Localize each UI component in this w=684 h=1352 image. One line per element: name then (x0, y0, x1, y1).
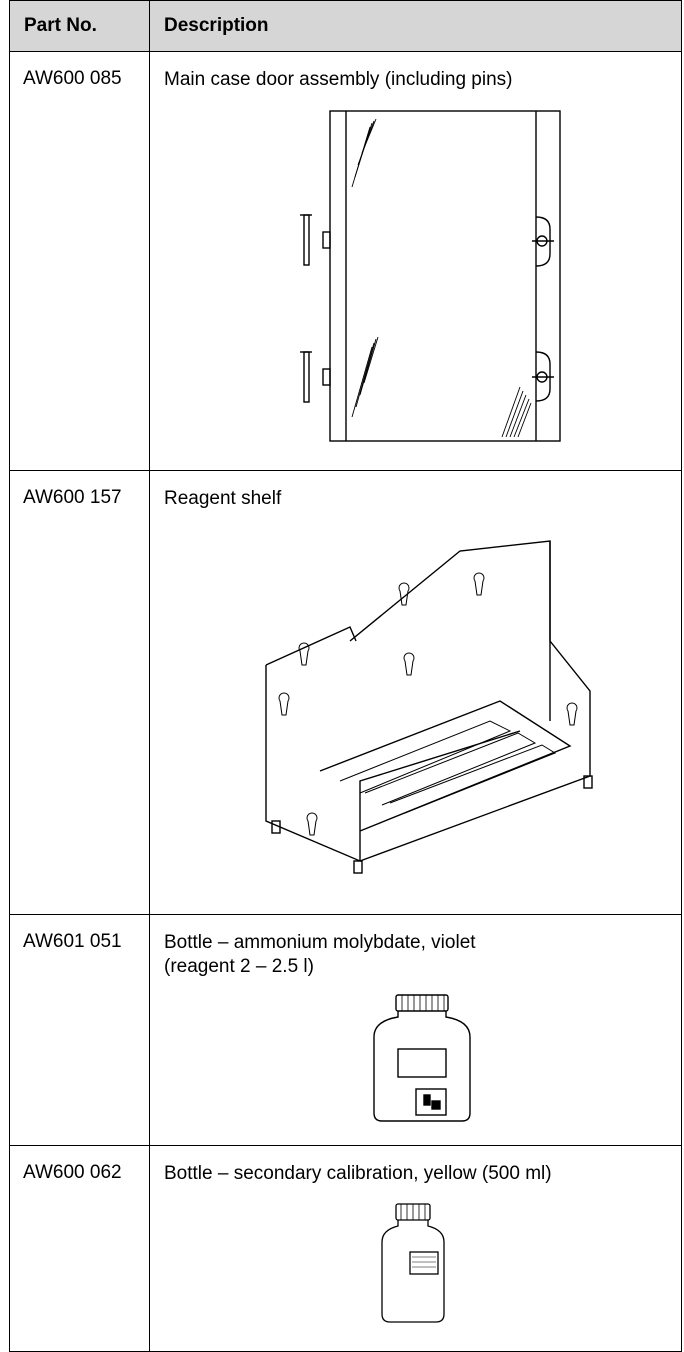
part-no-header: Part No. (9, 0, 150, 52)
description-cell: Reagent shelf (149, 470, 682, 915)
part-number: AW600 157 (9, 470, 150, 915)
reagent-shelf-illustration (265, 540, 593, 874)
table-row: AW600 157 Reagent shelf (9, 470, 682, 915)
small-bottle-illustration (381, 1203, 445, 1323)
table-row: AW600 062 Bottle – secondary calibration… (9, 1145, 682, 1352)
table-row: AW600 085 Main case door assembly (inclu… (9, 51, 682, 471)
part-number: AW600 085 (9, 51, 150, 471)
parts-table: Part No. Description AW600 085 Main case… (9, 0, 682, 1352)
description-line-2: (reagent 2 – 2.5 l) (164, 956, 314, 977)
part-number: AW600 062 (9, 1145, 150, 1352)
description-text: Reagent shelf (164, 488, 282, 509)
large-bottle-illustration (373, 994, 471, 1122)
description-cell: Bottle – ammonium molybdate, violet (rea… (149, 914, 682, 1146)
description-header: Description (149, 0, 682, 52)
description-text: Main case door assembly (including pins) (164, 69, 513, 90)
description-text: Bottle – ammonium molybdate, violet (rea… (150, 915, 681, 979)
table-row: AW601 051 Bottle – ammonium molybdate, v… (9, 914, 682, 1146)
description-text: Bottle – secondary calibration, yellow (… (164, 1163, 552, 1184)
description-line-1: Bottle – ammonium molybdate, violet (164, 932, 476, 953)
part-number: AW601 051 (9, 914, 150, 1146)
description-cell: Main case door assembly (including pins) (149, 51, 682, 471)
description-cell: Bottle – secondary calibration, yellow (… (149, 1145, 682, 1352)
door-assembly-illustration (300, 110, 561, 442)
header-row: Part No. Description (9, 0, 682, 52)
